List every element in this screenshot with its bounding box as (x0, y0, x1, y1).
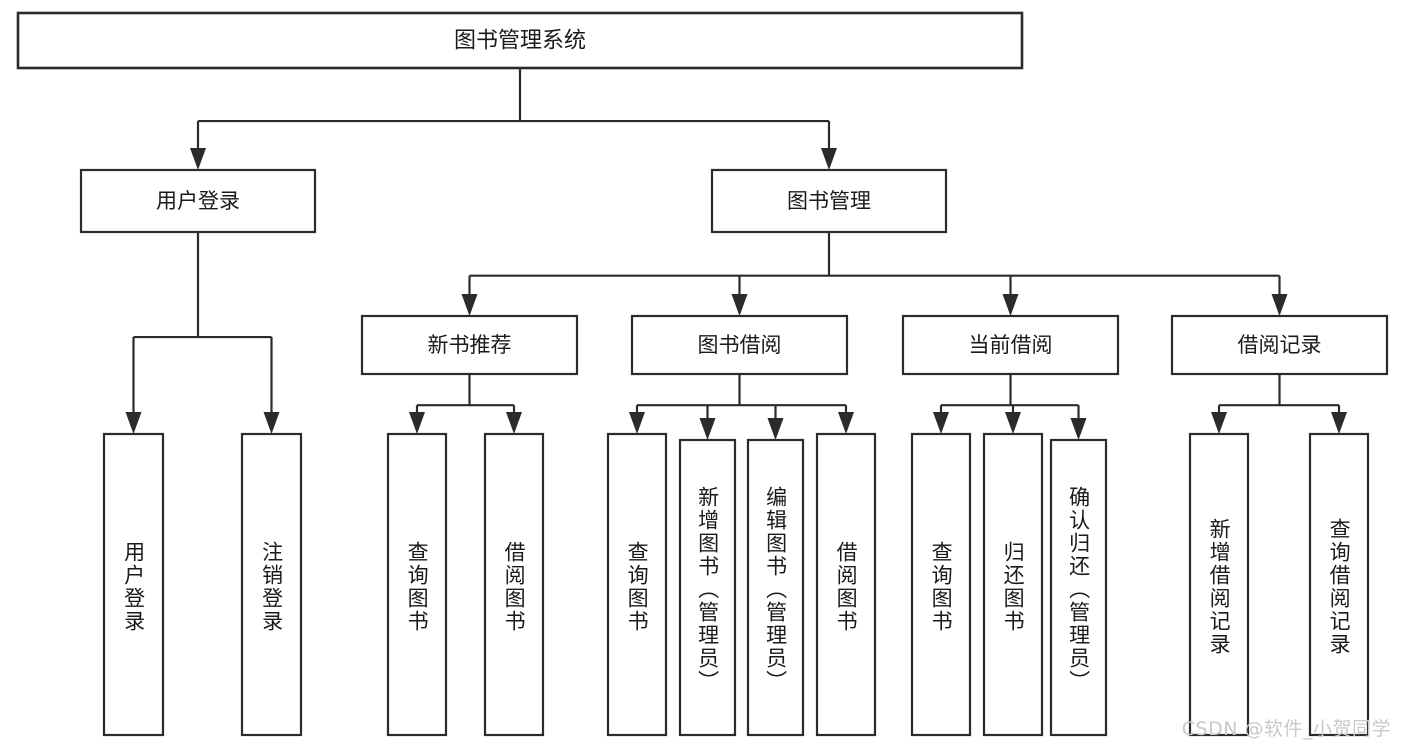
node-box-leaf-cb-return (982, 432, 1044, 737)
csdn-watermark: CSDN @软件_小贺同学 (1181, 718, 1391, 740)
node-label-root: 图书管理系统 (454, 29, 586, 54)
node-box-leaf-br-query (1308, 432, 1370, 737)
arrow-head-icon (125, 412, 142, 434)
node-box-leaf-logout (240, 432, 303, 737)
arrow-head-icon (1331, 412, 1347, 434)
arrow-head-icon (409, 412, 425, 434)
arrow-head-icon (190, 148, 206, 170)
arrow-head-icon (1002, 294, 1019, 316)
arrow-head-icon (263, 412, 280, 434)
node-label-user-login: 用户登录 (156, 189, 240, 213)
node-box-book-manage (710, 168, 948, 234)
node-box-leaf-bb-query (606, 432, 668, 737)
node-box-user-login (79, 168, 317, 234)
arrow-head-icon (767, 418, 784, 440)
node-box-leaf-cb-query (910, 432, 972, 737)
arrow-head-icon (731, 294, 748, 316)
arrow-head-icon (821, 148, 837, 170)
node-box-root (16, 11, 1024, 70)
node-label-book-borrow: 图书借阅 (698, 333, 782, 357)
arrow-head-icon (1005, 412, 1021, 434)
node-box-leaf-cb-confirm (1049, 438, 1108, 737)
node-box-leaf-nb-query (386, 432, 448, 737)
arrow-head-icon (1070, 418, 1087, 440)
node-label-new-book: 新书推荐 (428, 333, 512, 357)
node-box-current-borrow (901, 314, 1120, 376)
node-label-borrow-record: 借阅记录 (1238, 333, 1322, 357)
node-box-layer (16, 11, 1389, 737)
node-box-leaf-bb-borrow (815, 432, 877, 737)
node-box-leaf-user-login (102, 432, 165, 737)
node-box-leaf-bb-edit (746, 438, 805, 737)
arrow-head-icon (629, 412, 645, 434)
node-box-leaf-br-add (1188, 432, 1250, 737)
arrow-head-icon (461, 294, 478, 316)
connector-layer (125, 68, 1347, 440)
node-box-book-borrow (630, 314, 849, 376)
node-box-leaf-nb-borrow (483, 432, 545, 737)
node-box-leaf-bb-add (678, 438, 737, 737)
arrow-head-icon (933, 412, 949, 434)
node-box-borrow-record (1170, 314, 1389, 376)
arrow-head-icon (838, 412, 854, 434)
node-label-current-borrow: 当前借阅 (969, 333, 1053, 357)
arrow-head-icon (1211, 412, 1227, 434)
arrow-head-icon (699, 418, 716, 440)
arrow-head-icon (506, 412, 522, 434)
node-box-new-book (360, 314, 579, 376)
node-label-book-manage: 图书管理 (787, 189, 871, 213)
arrow-head-icon (1271, 294, 1288, 316)
